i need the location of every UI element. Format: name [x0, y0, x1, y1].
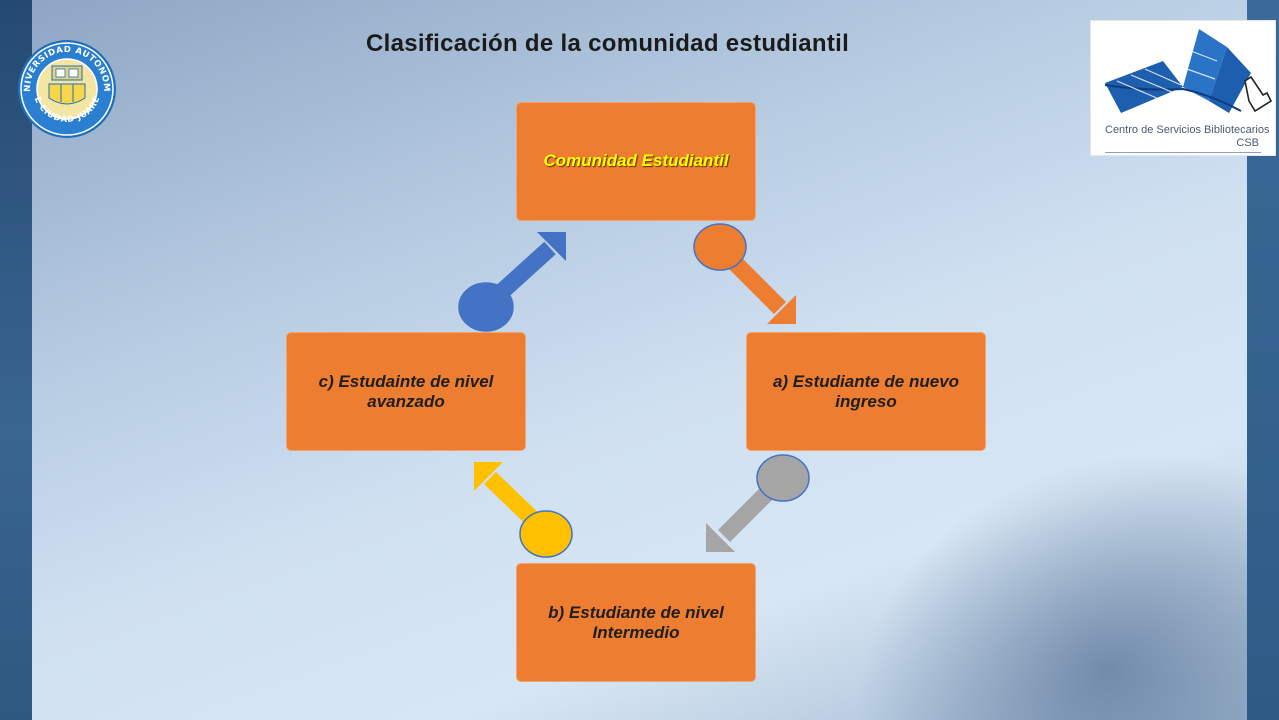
- csb-logo: Centro de Servicios Bibliotecarios CSB: [1090, 20, 1276, 156]
- open-book-icon: [1104, 29, 1273, 113]
- university-seal-logo: UNIVERSIDAD AUTONOMA DE CIUDAD JUAREZ: [16, 38, 116, 138]
- node-comunidad-estudiantil: Comunidad Estudiantil: [516, 102, 756, 221]
- slide-title: Clasificación de la comunidad estudianti…: [366, 30, 850, 57]
- node-estudiante-nivel-avanzado: c) Estudainte de nivel avanzado: [286, 332, 526, 451]
- csb-name: Centro de Servicios Bibliotecarios: [1105, 124, 1270, 136]
- left-accent-band: [0, 0, 32, 720]
- csb-divider: [1105, 152, 1261, 153]
- pointer-hand-icon: [1244, 75, 1273, 113]
- csb-abbreviation: CSB: [1236, 137, 1259, 149]
- node-estudiante-nuevo-ingreso: a) Estudiante de nuevo ingreso: [746, 332, 986, 451]
- node-estudiante-nivel-intermedio: b) Estudiante de nivel Intermedio: [516, 563, 756, 682]
